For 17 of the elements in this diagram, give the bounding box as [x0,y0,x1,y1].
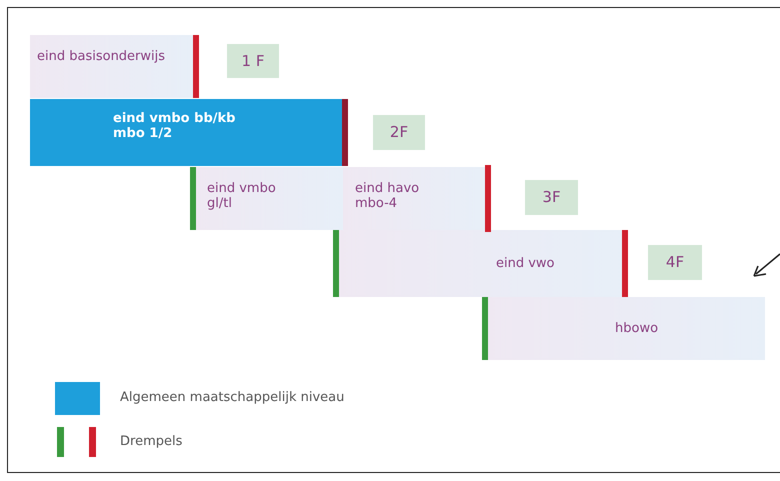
level-label: eind vmbo gl/tl [207,181,277,211]
legend-label: Drempels [120,434,182,449]
level-band [343,167,488,230]
level-tag: 3F [525,180,578,215]
legend-label: Algemeen maatschappelijk niveau [120,390,344,405]
level-band [193,167,343,230]
level-label: eind vmbo bb/kb mbo 1/2 [113,111,236,141]
level-tag: 2F [373,115,425,150]
level-tag: 1 F [227,44,279,78]
level-tag: 4F [648,245,702,280]
level-band [485,297,765,360]
level-label: eind vwo [496,256,556,271]
level-label: eind havo mbo-4 [355,181,420,211]
level-label: eind basisonderwijs [37,49,166,64]
level-band [30,35,196,98]
level-band [30,99,344,166]
level-label: hbowo [615,321,660,336]
